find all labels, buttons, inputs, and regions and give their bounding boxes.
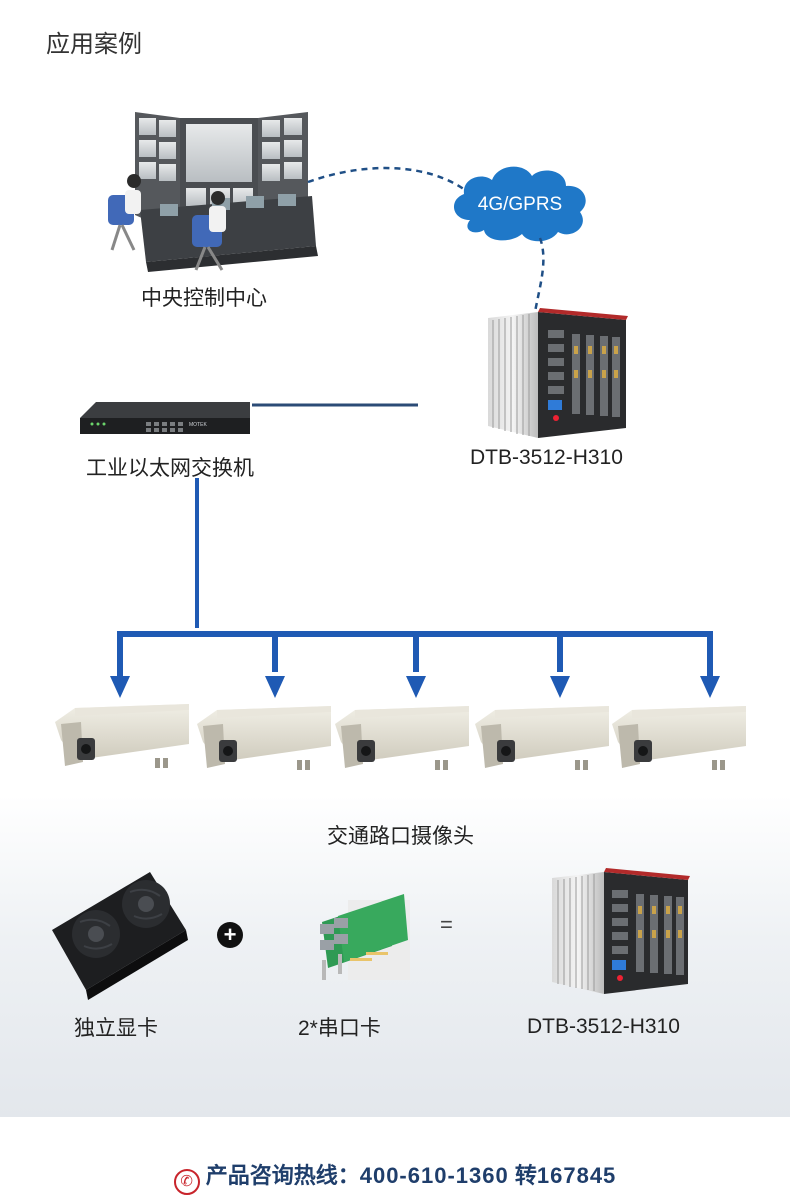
hotline-ext: 167845 xyxy=(536,1163,617,1188)
section-title: 应用案例 xyxy=(46,31,142,58)
switch-brand-label: MOTEK xyxy=(189,422,207,428)
equals-sign: = xyxy=(440,912,453,937)
camera-illustration-4 xyxy=(475,706,609,770)
plus-icon: + xyxy=(217,922,243,948)
hotline-bar: ✆产品咨询热线：400-610-1360 转167845 xyxy=(0,1158,790,1195)
camera-illustration-2 xyxy=(197,706,331,770)
cloud-label: 4G/GPRS xyxy=(477,194,563,215)
camera-illustration-5 xyxy=(612,706,746,770)
wireless-link-line xyxy=(307,166,466,192)
hotline-phone[interactable]: 400-610-1360 xyxy=(359,1163,509,1188)
serial-card-label: 2*串口卡 xyxy=(298,1017,381,1040)
graphics-card-label: 独立显卡 xyxy=(74,1017,158,1040)
camera-illustration-1 xyxy=(55,704,189,768)
wireless-link-line-2 xyxy=(533,237,545,313)
ethernet-switch-illustration xyxy=(80,402,250,434)
hotline-prefix: 产品咨询热线： xyxy=(205,1163,360,1188)
serial-card-illustration xyxy=(320,894,410,980)
result-computer-label: DTB-3512-H310 xyxy=(527,1015,680,1038)
control-center-illustration xyxy=(108,112,318,272)
industrial-computer-illustration xyxy=(488,308,628,438)
switch-label: 工业以太网交换机 xyxy=(86,457,254,480)
camera-illustration-3 xyxy=(335,706,469,770)
footer-background xyxy=(0,1117,790,1201)
hotline-ext-prefix: 转 xyxy=(514,1163,537,1188)
control-center-label: 中央控制中心 xyxy=(141,287,267,310)
cameras-label: 交通路口摄像头 xyxy=(327,825,474,848)
phone-icon: ✆ xyxy=(173,1169,200,1195)
camera-arrows xyxy=(110,634,720,698)
computer-label: DTB-3512-H310 xyxy=(470,446,623,469)
industrial-computer-result-illustration xyxy=(552,868,690,994)
graphics-card-illustration xyxy=(52,872,188,1000)
cloud-icon xyxy=(453,166,586,242)
